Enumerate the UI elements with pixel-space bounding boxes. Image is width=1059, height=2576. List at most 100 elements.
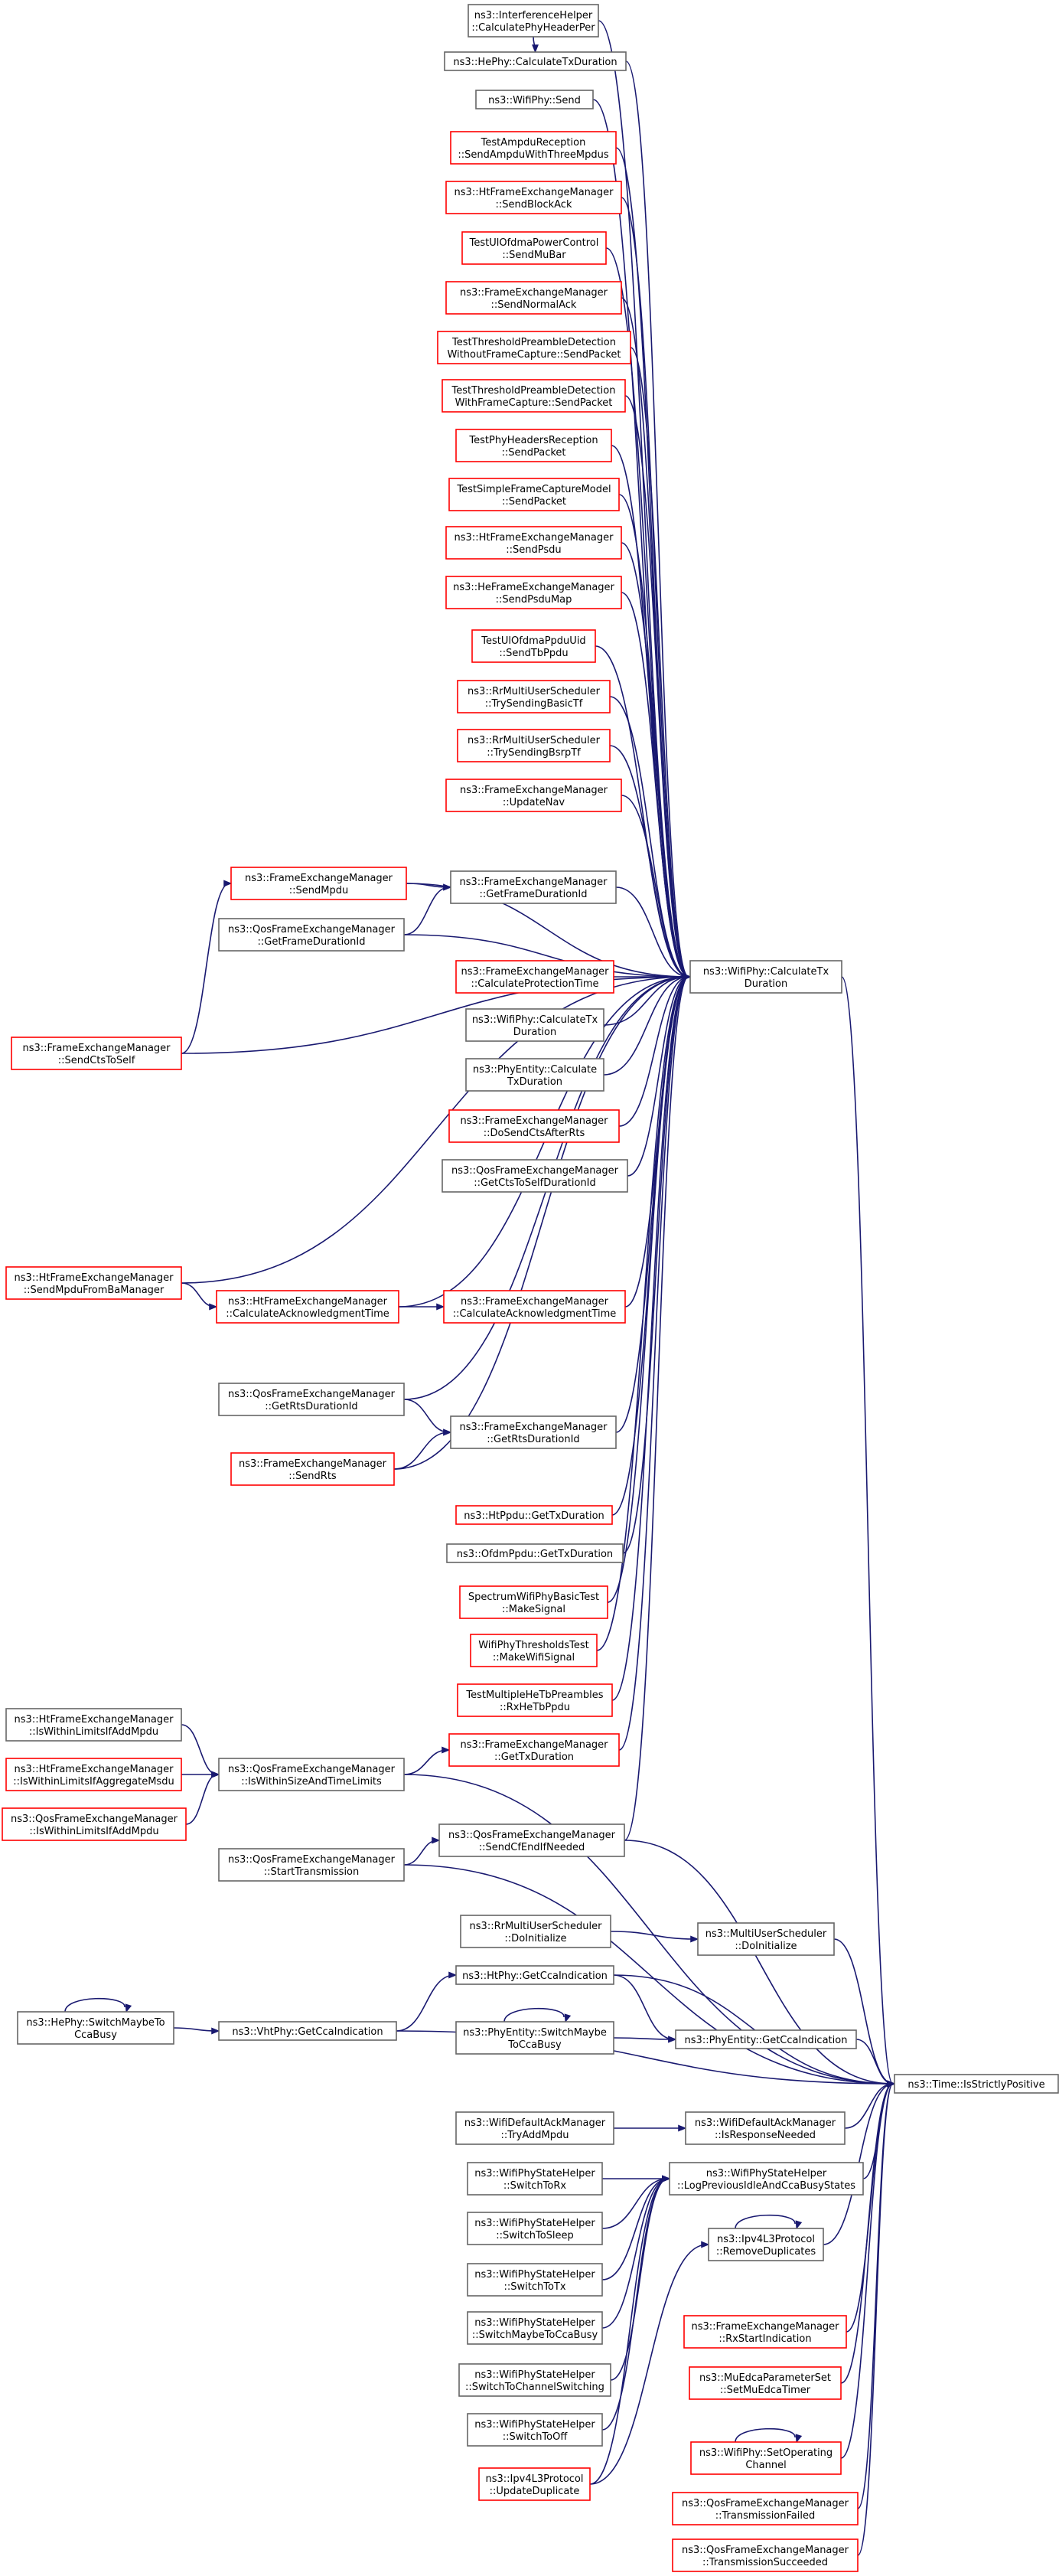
graph-node-ns3-wifiphystatehelper-logpreviousidleandccabusystates[interactable]: ns3::WifiPhyStateHelper::LogPreviousIdle… [669, 2162, 864, 2196]
graph-node-ns3-qosframeexchangemanager-starttransmission[interactable]: ns3::QosFrameExchangeManager::StartTrans… [218, 1848, 405, 1882]
graph-node-ns3-frameexchangemanager-sendnormalack[interactable]: ns3::FrameExchangeManager::SendNormalAck [445, 281, 622, 315]
edge-arrowhead [223, 880, 233, 887]
graph-node-testulofdmapowercontrol-sendmubar[interactable]: TestUlOfdmaPowerControl::SendMuBar [461, 231, 607, 265]
node-label: ns3::WifiPhyStateHelper [474, 2218, 595, 2229]
node-label: ns3::QosFrameExchangeManager [451, 1165, 619, 1177]
graph-node-ns3-time-isstrictlypositive[interactable]: ns3::Time::IsStrictlyPositive [894, 2074, 1059, 2094]
graph-node-ns3-htppdu-gettxduration[interactable]: ns3::HtPpdu::GetTxDuration [455, 1505, 613, 1525]
graph-node-ns3-htframeexchangemanager-sendpsdu[interactable]: ns3::HtFrameExchangeManager::SendPsdu [445, 526, 622, 560]
graph-node-ns3-frameexchangemanager-sendmpdu[interactable]: ns3::FrameExchangeManager::SendMpdu [230, 867, 407, 900]
graph-edge [403, 883, 452, 935]
graph-node-ns3-multiuserscheduler-doinitialize[interactable]: ns3::MultiUserScheduler::DoInitialize [697, 1922, 835, 1956]
graph-node-ns3-muedcaparameterset-setmuedcatimer[interactable]: ns3::MuEdcaParameterSet::SetMuEdcaTimer [689, 2366, 842, 2400]
graph-edge [589, 2241, 710, 2485]
graph-node-ns3-hephy-switchmaybetoccabusy[interactable]: ns3::HePhy::SwitchMaybeToCcaBusy [17, 2011, 174, 2045]
graph-node-ns3-qosframeexchangemanager-getctstoselfdurationid[interactable]: ns3::QosFrameExchangeManager::GetCtsToSe… [442, 1159, 628, 1193]
graph-node-ns3-vhtphy-getccaindication[interactable]: ns3::VhtPhy::GetCcaIndication [218, 2021, 397, 2041]
graph-node-testphyheadersreception-sendpacket[interactable]: TestPhyHeadersReception::SendPacket [455, 429, 612, 462]
node-label: ns3::FrameExchangeManager [461, 966, 609, 978]
edge-path [627, 976, 689, 1177]
graph-node-ns3-wifidefaultackmanager-tryaddmpdu[interactable]: ns3::WifiDefaultAckManager::TryAddMpdu [455, 2111, 614, 2145]
graph-node-testthresholdpreambledetectionwithframecapture-sendpacket[interactable]: TestThresholdPreambleDetectionWithFrameC… [442, 379, 626, 413]
node-box [470, 1634, 598, 1667]
graph-node-ns3-frameexchangemanager-calculateacknowledgmenttime[interactable]: ns3::FrameExchangeManager::CalculateAckn… [443, 1290, 626, 1324]
graph-node-ns3-hephy-calculatetxduration[interactable]: ns3::HePhy::CalculateTxDuration [444, 51, 627, 71]
edge-path [181, 1282, 216, 1308]
graph-node-ns3-ofdmppdu-gettxduration[interactable]: ns3::OfdmPpdu::GetTxDuration [446, 1543, 624, 1563]
graph-node-ns3-frameexchangemanager-gettxduration[interactable]: ns3::FrameExchangeManager::GetTxDuration [448, 1733, 620, 1767]
graph-node-ns3-rrmultiuserscheduler-trysendingbsrptf[interactable]: ns3::RrMultiUserScheduler::TrySendingBsr… [457, 729, 611, 762]
graph-node-ns3-wifiphystatehelper-switchtosleep[interactable]: ns3::WifiPhyStateHelper::SwitchToSleep [467, 2212, 603, 2245]
node-label: ns3::HtPpdu::GetTxDuration [464, 1510, 604, 1522]
graph-node-testulofdmappduuid-sendtbppdu[interactable]: TestUlOfdmaPpduUid::SendTbPpdu [471, 629, 596, 663]
graph-node-ns3-heframeexchangemanager-sendpsdumap[interactable]: ns3::HeFrameExchangeManager::SendPsduMap [445, 576, 622, 609]
graph-node-ns3-qosframeexchangemanager-iswithinlimitsifaddmpdu[interactable]: ns3::QosFrameExchangeManager::IsWithinLi… [2, 1807, 187, 1841]
graph-node-ns3-htframeexchangemanager-calculateacknowledgmenttime[interactable]: ns3::HtFrameExchangeManager::CalculateAc… [216, 1290, 399, 1324]
graph-edge [181, 1724, 220, 1778]
graph-edge [621, 197, 692, 981]
node-label: ns3::WifiDefaultAckManager [695, 2117, 836, 2129]
graph-node-ns3-ipv4l3protocol-removeduplicates[interactable]: ns3::Ipv4L3Protocol::RemoveDuplicates [708, 2228, 824, 2261]
node-label: Duration [513, 1027, 556, 1038]
graph-node-ns3-frameexchangemanager-sendrts[interactable]: ns3::FrameExchangeManager::SendRts [230, 1452, 395, 1486]
graph-node-ns3-frameexchangemanager-updatenav[interactable]: ns3::FrameExchangeManager::UpdateNav [445, 779, 622, 812]
graph-node-testsimpleframecapturemodel-sendpacket[interactable]: TestSimpleFrameCaptureModel::SendPacket [448, 478, 620, 511]
graph-node-ns3-wifiphystatehelper-switchtooff[interactable]: ns3::WifiPhyStateHelper::SwitchToOff [467, 2413, 603, 2447]
graph-node-ns3-frameexchangemanager-sendctstoself[interactable]: ns3::FrameExchangeManager::SendCtsToSelf [11, 1037, 182, 1070]
graph-node-testthresholdpreambledetectionwithoutframecapture-sendpacket[interactable]: TestThresholdPreambleDetectionWithoutFra… [437, 331, 631, 364]
node-label: WithFrameCapture::SendPacket [455, 397, 613, 409]
graph-node-ns3-wifiphystatehelper-switchtorx[interactable]: ns3::WifiPhyStateHelper::SwitchToRx [467, 2162, 603, 2196]
graph-node-ns3-rrmultiuserscheduler-doinitialize[interactable]: ns3::RrMultiUserScheduler::DoInitialize [460, 1915, 611, 1948]
edge-path [601, 2178, 669, 2281]
graph-node-ns3-wifiphy-calculatetxduration[interactable]: ns3::WifiPhy::CalculateTxDuration [465, 1008, 604, 1042]
node-label: ns3::RrMultiUserScheduler [468, 686, 601, 697]
edge-path [601, 2178, 669, 2431]
graph-node-spectrumwifiphybasictest-makesignal[interactable]: SpectrumWifiPhyBasicTest::MakeSignal [459, 1585, 608, 1619]
node-box [450, 1415, 617, 1449]
node-label: ::LogPreviousIdleAndCcaBusyStates [677, 2180, 855, 2192]
graph-node-ns3-frameexchangemanager-getrtsdurationid[interactable]: ns3::FrameExchangeManager::GetRtsDuratio… [450, 1415, 617, 1449]
node-label: ns3::WifiPhyStateHelper [474, 2369, 595, 2381]
graph-node-ns3-htframeexchangemanager-iswithinlimitsifaggregatemsdu[interactable]: ns3::HtFrameExchangeManager::IsWithinLim… [5, 1758, 182, 1791]
node-box [450, 131, 617, 165]
graph-node-ns3-wifiphy-send[interactable]: ns3::WifiPhy::Send [475, 90, 594, 109]
graph-node-ns3-frameexchangemanager-rxstartindication[interactable]: ns3::FrameExchangeManager::RxStartIndica… [683, 2315, 847, 2349]
graph-node-ns3-wifiphystatehelper-switchmaybetoccabusy[interactable]: ns3::WifiPhyStateHelper::SwitchMaybeToCc… [467, 2311, 603, 2345]
node-box [690, 2441, 842, 2475]
edge-arrowhead [678, 2124, 687, 2132]
graph-node-ns3-phyentity-switchmaybetoccabusy[interactable]: ns3::PhyEntity::SwitchMaybeToCcaBusy [455, 2021, 614, 2055]
graph-node-ns3-htframeexchangemanager-sendmpdufrombamanager[interactable]: ns3::HtFrameExchangeManager::SendMpduFro… [5, 1266, 182, 1300]
graph-node-ns3-interferencehelper-calculatephyheaderper[interactable]: ns3::InterferenceHelper::CalculatePhyHea… [468, 4, 599, 38]
graph-edge [618, 973, 692, 1751]
graph-node-ns3-ipv4l3protocol-updateduplicate[interactable]: ns3::Ipv4L3Protocol::UpdateDuplicate [478, 2467, 591, 2501]
graph-node-ns3-wifiphystatehelper-switchtotx[interactable]: ns3::WifiPhyStateHelper::SwitchToTx [467, 2263, 603, 2297]
graph-node-ns3-qosframeexchangemanager-transmissionsucceeded[interactable]: ns3::QosFrameExchangeManager::Transmissi… [672, 2538, 859, 2572]
graph-node-ns3-wifiphystatehelper-switchtochannelswitching[interactable]: ns3::WifiPhyStateHelper::SwitchToChannel… [458, 2363, 611, 2397]
edge-path [596, 976, 689, 1651]
node-label: ns3::WifiPhyStateHelper [706, 2168, 827, 2179]
graph-node-ns3-wifidefaultackmanager-isresponseneeded[interactable]: ns3::WifiDefaultAckManager::IsResponseNe… [685, 2111, 846, 2145]
graph-node-testmultiplehetbpreambles-rxhetbppdu[interactable]: TestMultipleHeTbPreambles::RxHeTbPpdu [457, 1683, 613, 1717]
graph-node-ns3-htframeexchangemanager-iswithinlimitsifaddmpdu[interactable]: ns3::HtFrameExchangeManager::IsWithinLim… [5, 1708, 182, 1742]
graph-node-ns3-phyentity-calculatetxduration[interactable]: ns3::PhyEntity::CalculateTxDuration [465, 1058, 604, 1092]
graph-node-ns3-frameexchangemanager-getframedurationid[interactable]: ns3::FrameExchangeManager::GetFrameDurat… [450, 870, 617, 904]
graph-node-wifiphythresholdstest-makewifisignal[interactable]: WifiPhyThresholdsTest::MakeWifiSignal [470, 1634, 598, 1667]
graph-node-ns3-phyentity-getccaindication[interactable]: ns3::PhyEntity::GetCcaIndication [675, 2029, 857, 2049]
graph-node-ns3-qosframeexchangemanager-iswithinsizeandtimelimits[interactable]: ns3::QosFrameExchangeManager::IsWithinSi… [218, 1758, 405, 1791]
edge-path [624, 976, 689, 1841]
node-label: ::IsWithinLimitsIfAddMpdu [29, 1726, 158, 1738]
node-label: ::SwitchToChannelSwitching [465, 2382, 604, 2393]
graph-node-ns3-qosframeexchangemanager-getframedurationid[interactable]: ns3::QosFrameExchangeManager::GetFrameDu… [218, 918, 405, 952]
graph-node-ns3-wifiphy-calculatetxduration[interactable]: ns3::WifiPhy::CalculateTxDuration [689, 960, 842, 994]
graph-node-ns3-qosframeexchangemanager-transmissionfailed[interactable]: ns3::QosFrameExchangeManager::Transmissi… [672, 2492, 859, 2525]
graph-node-ns3-qosframeexchangemanager-getrtsdurationid[interactable]: ns3::QosFrameExchangeManager::GetRtsDura… [218, 1383, 405, 1416]
graph-node-ns3-frameexchangemanager-calculateprotectiontime[interactable]: ns3::FrameExchangeManager::CalculateProt… [455, 960, 614, 994]
graph-node-ns3-frameexchangemanager-dosendctsafterrts[interactable]: ns3::FrameExchangeManager::DoSendCtsAfte… [448, 1109, 620, 1143]
graph-edge [855, 2039, 896, 2088]
graph-node-ns3-rrmultiuserscheduler-trysendingbasictf[interactable]: ns3::RrMultiUserScheduler::TrySendingBas… [457, 680, 611, 713]
graph-node-testampdureception-sendampduwiththreempdus[interactable]: TestAmpduReception::SendAmpduWithThreeMp… [450, 131, 617, 165]
graph-node-ns3-htphy-getccaindication[interactable]: ns3::HtPhy::GetCcaIndication [455, 1965, 614, 1985]
graph-node-ns3-qosframeexchangemanager-sendcfendifneeded[interactable]: ns3::QosFrameExchangeManager::SendCfEndI… [438, 1823, 625, 1857]
graph-node-ns3-htframeexchangemanager-sendblockack[interactable]: ns3::HtFrameExchangeManager::SendBlockAc… [445, 181, 622, 214]
